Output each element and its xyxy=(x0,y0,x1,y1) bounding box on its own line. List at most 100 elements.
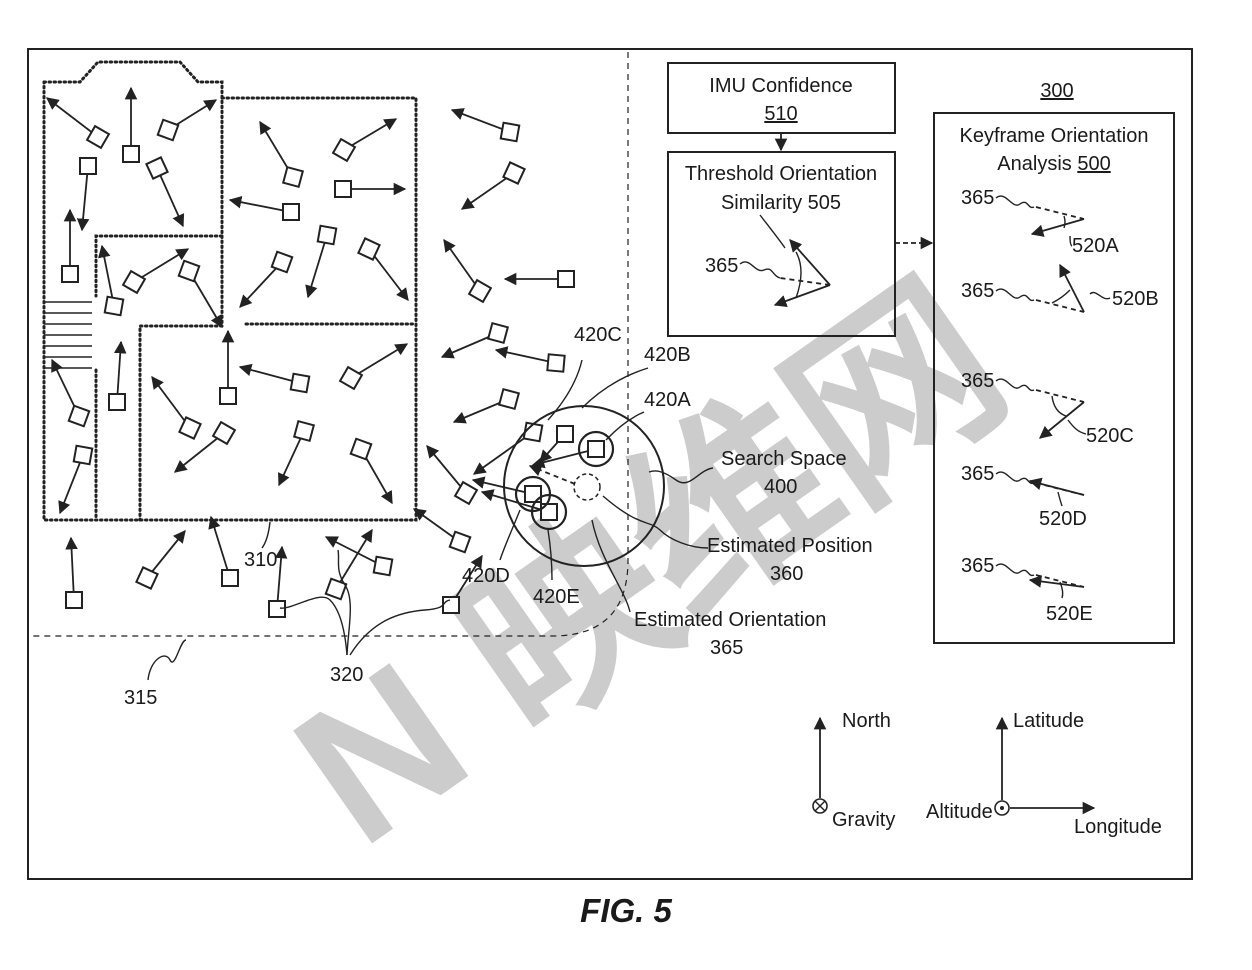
keyframe-marker xyxy=(211,420,237,446)
keyframe-420d-marker-arrow xyxy=(471,476,534,495)
keyframe-marker xyxy=(557,270,575,288)
estimated-position-marker xyxy=(573,473,601,501)
keyframe-420b-label: 420B xyxy=(644,344,691,366)
analysis-row-520d: 365 520D xyxy=(961,463,1087,530)
keyframe-orientation-arrow xyxy=(238,363,301,384)
legend-north-gravity: North Gravity xyxy=(812,710,895,831)
estimated-orientation-label: Estimated Orientation xyxy=(634,609,826,631)
keyframe-analysis-box xyxy=(933,112,1175,644)
row-520e-label: 520E xyxy=(1046,603,1093,625)
threshold-line2: Similarity 505 xyxy=(721,192,841,214)
keyframe-orientation-arrow xyxy=(460,172,515,210)
stairs xyxy=(44,301,92,369)
keyframe-marker xyxy=(270,250,294,274)
keyframe-marker xyxy=(268,600,286,618)
estimated-position-ref: 360 xyxy=(770,563,803,585)
keyframe-marker xyxy=(219,387,237,405)
row-520a-label: 520A xyxy=(1072,235,1119,257)
threshold-orientation-box xyxy=(667,151,896,337)
keyframe-orientation-arrow xyxy=(98,244,115,307)
keyframe-marker xyxy=(221,569,239,587)
keyframe-420d-marker xyxy=(524,485,542,503)
keyframe-marker xyxy=(497,387,521,411)
keyframe-orientation-arrow xyxy=(278,430,305,487)
legend-gravity: Gravity xyxy=(832,809,895,831)
legend-north: North xyxy=(842,710,891,732)
keyframe-marker xyxy=(357,237,381,261)
keyframe-orientation-arrow xyxy=(45,97,99,138)
row-520d-365: 365 xyxy=(961,463,994,485)
search-space-ref: 400 xyxy=(764,476,797,498)
keyframe-markers xyxy=(45,86,605,618)
keyframe-analysis-line2: Analysis 500 xyxy=(997,153,1110,175)
keyframe-marker xyxy=(281,165,305,189)
imu-confidence-title: IMU Confidence xyxy=(709,75,852,97)
keyframe-analysis-line1: Keyframe Orientation xyxy=(960,125,1149,147)
keyframe-marker xyxy=(72,444,94,466)
keyframe-420a-label: 420A xyxy=(644,389,691,411)
keyframe-marker xyxy=(349,437,373,461)
keyframe-orientation-arrow xyxy=(58,454,84,515)
row-520c-label: 520C xyxy=(1086,425,1134,447)
keyframe-420d-label: 420D xyxy=(462,565,510,587)
analysis-row-520b: 365 520B xyxy=(961,263,1159,313)
keyframe-420a-marker-arrow xyxy=(531,448,597,469)
keyframe-marker xyxy=(79,157,97,175)
keyframe-marker xyxy=(292,419,316,443)
row-520b-365: 365 xyxy=(961,280,994,302)
keyframe-marker xyxy=(448,530,472,554)
row-520e-365: 365 xyxy=(961,555,994,577)
analysis-row-520a: 365 520A xyxy=(961,187,1119,257)
keyframe-orientation-arrow xyxy=(228,196,292,213)
search-space-label: Search Space xyxy=(721,448,847,470)
keyframe-marker xyxy=(282,203,300,221)
leader-lines xyxy=(147,359,714,681)
road-ref-label: 315 xyxy=(124,687,157,709)
keyframe-marker xyxy=(372,555,394,577)
keyframe-420e-marker xyxy=(540,503,558,521)
keyframe-orientation-arrow xyxy=(156,167,185,228)
keyframe-orientation-arrow xyxy=(335,528,373,590)
keyframe-marker xyxy=(467,278,493,304)
estimated-orientation-arrow xyxy=(528,464,576,485)
keyframe-orientation-arrow xyxy=(151,375,191,429)
keyframe-orientation-arrow xyxy=(239,261,283,308)
keyframe-marker xyxy=(121,269,147,295)
keyframe-orientation-arrow xyxy=(133,248,190,283)
keyframe-marker xyxy=(61,265,79,283)
keyframe-marker xyxy=(67,404,91,428)
keyframe-orientation-arrow xyxy=(350,343,409,379)
row-520d-label: 520D xyxy=(1039,508,1087,530)
keyframe-marker xyxy=(177,259,201,283)
threshold-line1: Threshold Orientation xyxy=(685,163,877,185)
keyframe-marker xyxy=(486,321,510,345)
keyframe-orientation-arrow xyxy=(274,545,288,610)
keyframe-marker xyxy=(502,161,526,185)
keyframe-orientation-arrow xyxy=(305,234,328,299)
keyframe-orientation-arrow xyxy=(450,108,511,133)
keyframe-marker xyxy=(135,566,159,590)
keyframe-marker xyxy=(324,577,348,601)
keyframe-marker xyxy=(145,156,169,180)
keyframe-420c-label: 420C xyxy=(574,324,622,346)
keyframe-marker xyxy=(156,118,180,142)
keyframe-orientation-arrow xyxy=(65,536,78,601)
keyframe-marker xyxy=(108,393,126,411)
analysis-row-520c: 365 520C xyxy=(961,370,1134,447)
threshold-365-label: 365 xyxy=(705,255,738,277)
row-520c-365: 365 xyxy=(961,370,994,392)
keyframe-420e-circle xyxy=(530,493,568,531)
figure-frame xyxy=(27,48,1193,880)
keyframe-420a-circle xyxy=(577,430,615,468)
row-520a-365: 365 xyxy=(961,187,994,209)
keyframe-marker xyxy=(556,425,574,443)
keyframe-orientation-arrow xyxy=(426,445,467,494)
figure-caption: FIG. 5 xyxy=(580,892,672,929)
keyframe-420e-label: 420E xyxy=(533,586,580,608)
legend-lat-alt-long: Latitude Altitude Longitude xyxy=(926,710,1162,838)
keyframe-marker xyxy=(453,480,479,506)
keyframe-marker xyxy=(338,365,364,391)
keyframe-orientation-arrow xyxy=(443,238,481,292)
estimated-position-label: Estimated Position xyxy=(707,535,873,557)
